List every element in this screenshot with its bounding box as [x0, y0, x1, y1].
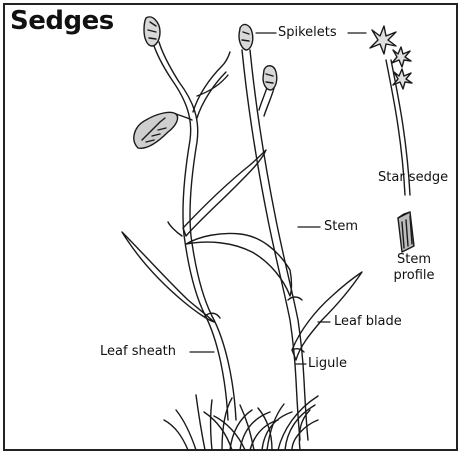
- label-leaf-blade: Leaf blade: [334, 314, 402, 330]
- middle-leaf-blade: [183, 150, 266, 236]
- large-left-spikelet: [134, 112, 178, 148]
- basal-tufts: [164, 395, 318, 450]
- label-star-sedge: Star sedge: [378, 170, 448, 186]
- figure-title: Sedges: [10, 6, 114, 36]
- stem-profile-drawing: [398, 212, 414, 252]
- label-leaf-sheath: Leaf sheath: [100, 344, 176, 360]
- lower-left-leaf: [122, 232, 214, 322]
- top-center-spikelet: [239, 25, 253, 50]
- label-stem-profile: Stem profile: [382, 252, 446, 284]
- right-stem: [242, 50, 308, 440]
- label-stem-profile-line1: Stem: [382, 252, 446, 268]
- right-small-spikelet: [263, 66, 277, 90]
- label-spikelets: Spikelets: [278, 25, 337, 41]
- label-ligule: Ligule: [308, 356, 347, 372]
- label-stem-profile-line2: profile: [382, 268, 446, 284]
- label-stem: Stem: [324, 219, 358, 235]
- left-stem: [152, 40, 236, 420]
- right-stem-leaf: [186, 233, 292, 296]
